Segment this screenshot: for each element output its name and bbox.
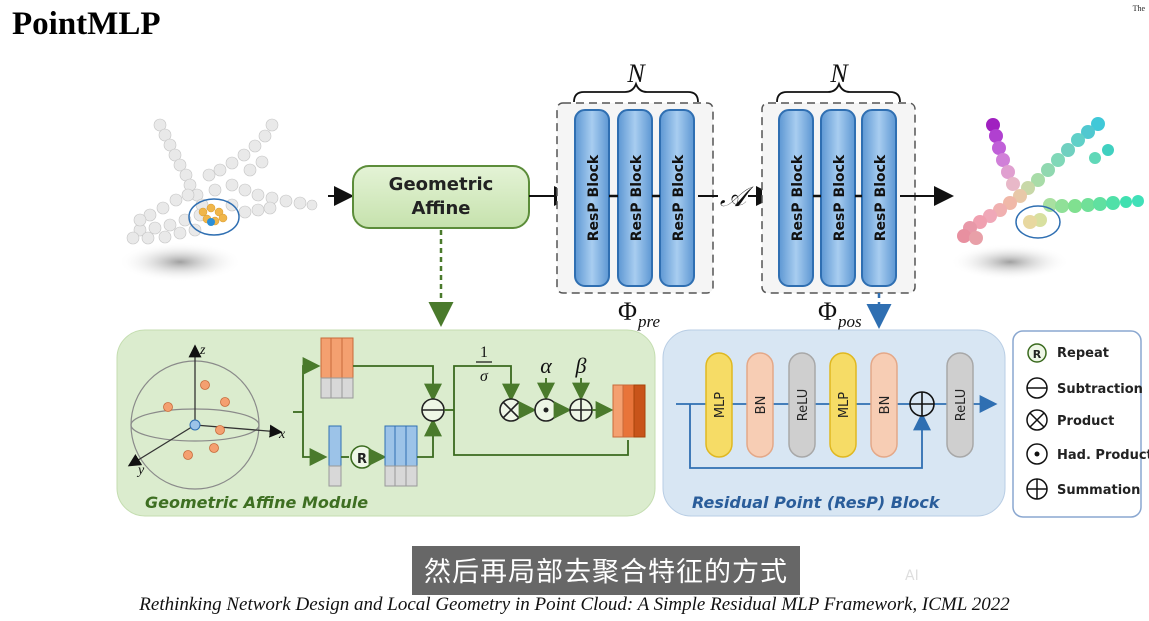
geometric-affine-label-line2: Affine	[411, 198, 470, 219]
resp-post-relu-label: ReLU	[954, 389, 969, 422]
pos-resp-label-1: ResP Block	[790, 154, 806, 241]
alpha-symbol: α	[540, 353, 552, 378]
axis-z-label: z	[199, 343, 206, 358]
legend-subtraction-label: Subtraction	[1057, 382, 1143, 397]
resp-layer-label-4: MLP	[837, 392, 852, 418]
pre-n-label: N	[626, 59, 646, 88]
geometric-affine-module-caption: Geometric Affine Module	[145, 493, 368, 512]
pre-resp-label-1: ResP Block	[586, 154, 602, 241]
phi-pre-subscript: pre	[637, 312, 660, 331]
pos-resp-block-2	[820, 109, 856, 287]
pre-resp-block-2	[617, 109, 653, 287]
resp-layer-relu-post	[946, 352, 974, 458]
output-point-cloud	[950, 117, 1144, 280]
pos-brace	[776, 81, 901, 103]
geometric-affine-label-line1: Geometric	[389, 174, 494, 195]
pos-n-label: N	[829, 59, 849, 88]
resp-layer-label-1: MLP	[713, 392, 728, 418]
affine-output-matrix	[612, 384, 646, 438]
pre-resp-block-1	[574, 109, 610, 287]
pre-resp-block-3	[659, 109, 695, 287]
legend-repeat-label: Repeat	[1057, 346, 1109, 361]
resp-layer-label-2: BN	[754, 396, 769, 415]
axis-y-label: y	[136, 463, 145, 478]
pos-resp-block-1	[778, 109, 814, 287]
phi-pre-group: N ResP Block ResP Block ResP Block Φ pre	[556, 59, 714, 331]
repeat-symbol: R	[357, 452, 367, 467]
one-over-sigma-denominator: σ	[480, 368, 489, 385]
center-feature-column	[328, 425, 342, 487]
resp-layer-label-5: BN	[878, 396, 893, 415]
phi-pre-symbol: Φ	[618, 297, 637, 326]
legend-product-label: Product	[1057, 414, 1114, 429]
pre-brace	[573, 81, 699, 103]
corner-mark: The	[1132, 4, 1145, 13]
paper-citation: Rethinking Network Design and Local Geom…	[139, 594, 1010, 615]
geometric-affine-box: Geometric Affine	[352, 165, 530, 229]
one-over-sigma-numerator: 1	[480, 344, 488, 361]
pre-resp-label-3: ResP Block	[671, 154, 687, 241]
phi-pos-subscript: pos	[837, 312, 862, 331]
legend-repeat-symbol: R	[1033, 348, 1042, 361]
resp-layer-bn-2	[870, 352, 898, 458]
resp-block-panel: MLP BN ReLU MLP BN ReLU Residual Point (…	[662, 329, 1006, 517]
legend-had-product-label: Had. Product	[1057, 448, 1149, 463]
resp-block-caption: Residual Point (ResP) Block	[692, 493, 941, 512]
legend-summation-label: Summation	[1057, 483, 1140, 498]
resp-layer-mlp-2	[829, 352, 857, 458]
legend-panel: R Repeat Subtraction Product Had. Produc…	[1012, 330, 1149, 518]
legend-repeat-icon	[1027, 343, 1047, 363]
beta-symbol: β	[575, 353, 587, 378]
watermark: AI	[905, 568, 919, 584]
resp-layer-mlp-1	[705, 352, 733, 458]
pos-resp-block-3	[861, 109, 897, 287]
neighbor-feature-matrix	[320, 337, 354, 399]
phi-pos-group: N ResP Block ResP Block ResP Block Φ pos	[761, 59, 916, 331]
resp-layer-relu-1	[788, 352, 816, 458]
resp-layer-bn-1	[746, 352, 774, 458]
axis-x-label: x	[278, 427, 286, 442]
repeated-center-matrix	[384, 425, 418, 487]
resp-layer-label-3: ReLU	[796, 389, 811, 422]
pre-resp-label-2: ResP Block	[629, 154, 645, 241]
pos-resp-label-2: ResP Block	[832, 154, 848, 241]
phi-pos-symbol: Φ	[818, 297, 837, 326]
input-point-cloud	[118, 118, 318, 282]
video-subtitle: 然后再局部去聚合特征的方式	[412, 546, 800, 595]
geometric-affine-module-panel: z x y R	[116, 329, 656, 517]
pos-resp-label-3: ResP Block	[873, 154, 889, 241]
slide-title: PointMLP	[12, 6, 161, 42]
